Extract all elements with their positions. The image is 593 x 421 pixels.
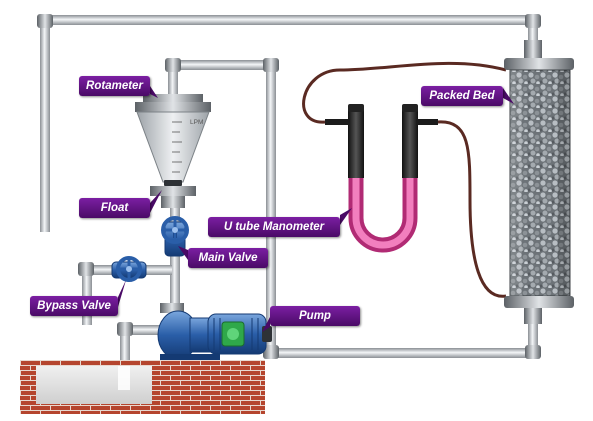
packed-bed-column	[504, 40, 574, 324]
float	[164, 180, 182, 186]
rotameter-scale	[172, 121, 182, 173]
manometer-tube-outlet	[437, 120, 507, 298]
label-pointers	[118, 86, 514, 332]
bypass-valve	[111, 256, 147, 282]
pump	[157, 303, 220, 360]
rotameter-unit-label: LPM	[190, 119, 203, 126]
rotameter: LPM	[135, 94, 211, 208]
pump-label: Pump	[270, 306, 360, 326]
packed-bed-label: Packed Bed	[421, 86, 503, 106]
rotameter-outlet-pipe	[165, 58, 279, 358]
float-label: Float	[79, 198, 150, 218]
pump-motor	[207, 313, 272, 355]
manometer-tube-inlet	[302, 61, 507, 124]
suction-pipe	[117, 322, 164, 387]
main-valve-label: Main Valve	[188, 248, 268, 268]
u-tube-manometer-label: U tube Manometer	[208, 217, 340, 237]
sump-tank	[20, 360, 265, 414]
main-valve	[161, 216, 189, 257]
bottom-return-pipe	[263, 322, 541, 359]
rotameter-label: Rotameter	[79, 76, 150, 96]
u-tube-manometer	[325, 104, 438, 253]
bypass-valve-label: Bypass Valve	[30, 296, 118, 316]
